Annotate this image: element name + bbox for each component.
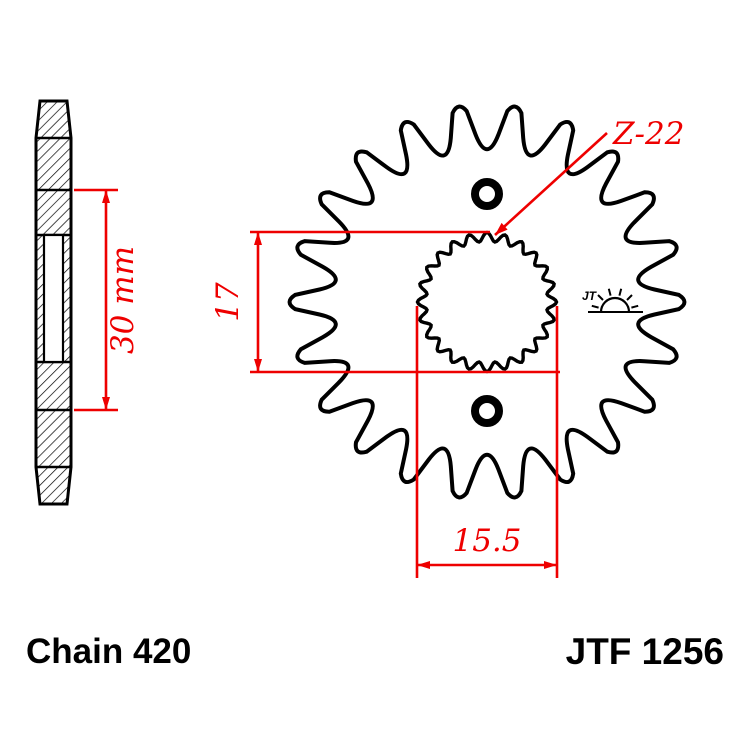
dim-arrow — [417, 561, 430, 569]
jt-logo: JT — [582, 288, 643, 313]
spline-bore — [415, 230, 559, 374]
jt-logo-rays — [591, 288, 639, 309]
front-view: JT — [287, 104, 687, 500]
side-view — [34, 99, 73, 506]
part-number-label: JTF 1256 — [566, 631, 724, 672]
jt-logo-sun — [599, 296, 631, 313]
dim-arrow — [102, 397, 110, 410]
chain-size-label: Chain 420 — [26, 632, 191, 671]
teeth-count-label: Z-22 — [612, 116, 684, 152]
dim-17-label: 17 — [210, 282, 246, 322]
dim-arrow — [254, 232, 262, 245]
dim-30mm-label: 30 mm — [105, 246, 141, 354]
side-view-bore — [42, 233, 65, 364]
dim-15-5: 15.5 — [415, 306, 559, 578]
jt-logo-label: JT — [582, 289, 598, 303]
dim-30mm: 30 mm — [74, 188, 141, 412]
dim-arrow — [102, 190, 110, 203]
leader-z22: Z-22 — [494, 116, 684, 236]
leader-line — [494, 132, 608, 236]
dim-arrow — [495, 222, 508, 235]
dim-arrow — [544, 561, 557, 569]
bolt-hole-top — [471, 178, 503, 210]
dim-arrow — [254, 359, 262, 372]
bolt-hole-bottom — [471, 395, 503, 427]
dim-17: 17 — [210, 230, 560, 374]
dim-15-5-label: 15.5 — [452, 523, 521, 559]
